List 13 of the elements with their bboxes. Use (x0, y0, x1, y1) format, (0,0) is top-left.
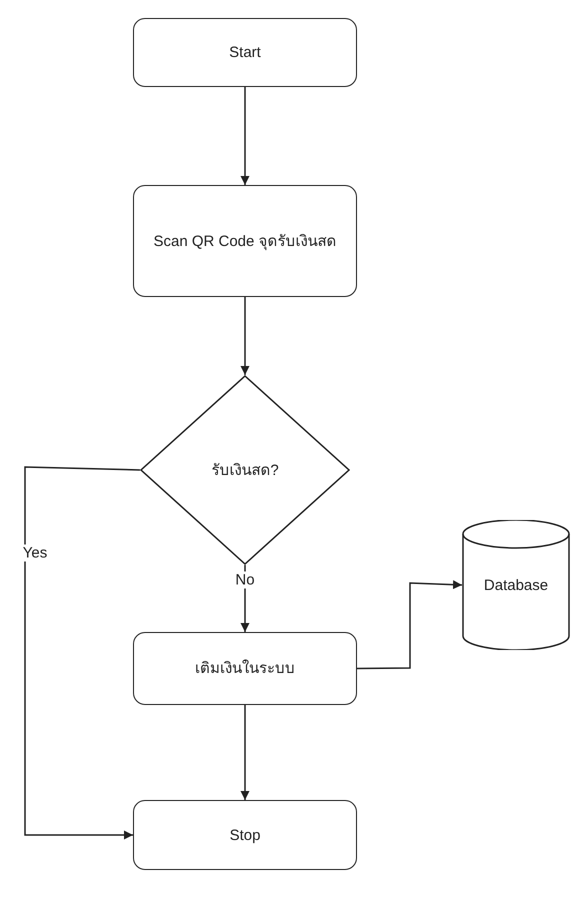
arrow (357, 580, 462, 670)
database-cylinder: Database (462, 520, 570, 650)
arrow (24, 466, 140, 840)
arrow (240, 87, 250, 185)
arrow (240, 565, 250, 632)
arrow (240, 705, 250, 800)
arrow (240, 297, 250, 375)
edge-label: Yes (20, 544, 50, 562)
decision-diamond: รับเงินสด? (140, 375, 350, 565)
process-box: Stop (133, 800, 357, 870)
process-box: เติมเงินในระบบ (133, 632, 357, 705)
process-box: Scan QR Code จุดรับเงินสด (133, 185, 357, 297)
process-box: Start (133, 18, 357, 87)
